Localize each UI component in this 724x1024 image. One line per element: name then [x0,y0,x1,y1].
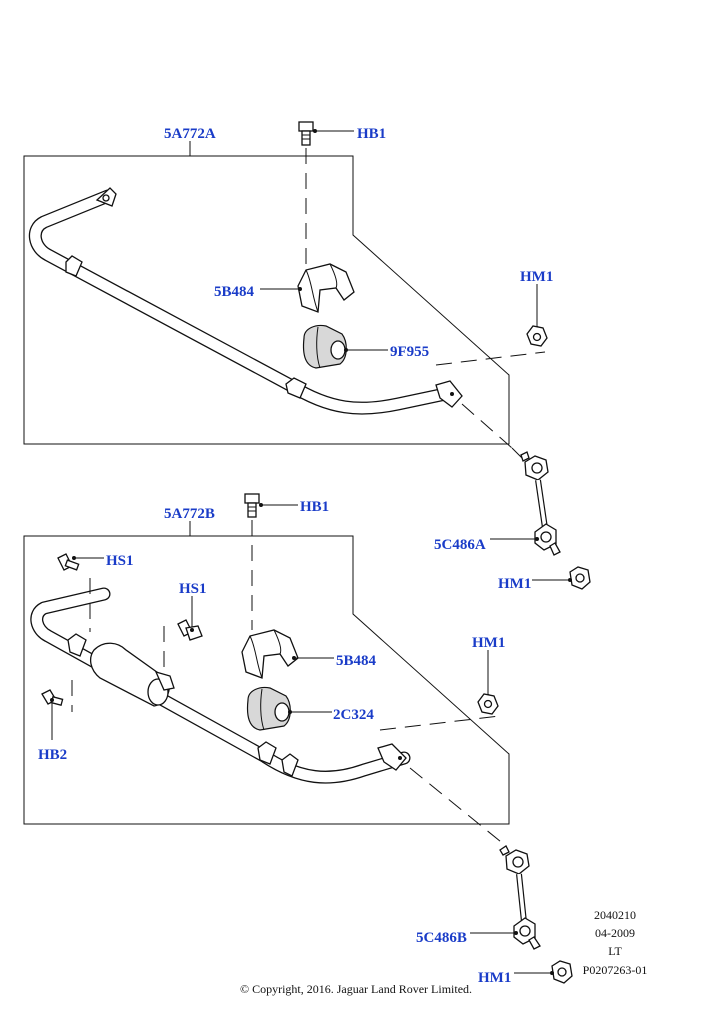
upper-assembly: 5A772A HB1 5B4 [23,121,553,449]
upper-link-rod [511,447,561,556]
upper-bar-label: 5A772A [164,126,216,142]
lower-bush-label: 2C324 [333,707,374,723]
upper-bolt-hb1-icon [298,121,314,146]
upper-nut-icon [526,325,548,347]
lower-screw-mid-icon [177,619,203,641]
upper-hb1-label: HB1 [357,126,386,142]
upper-nut-label: HM1 [520,269,553,285]
upper-link-nut-icon [569,566,591,590]
upper-link-label: 5C486A [434,537,486,553]
upper-link-nut-label: HM1 [498,576,531,592]
upper-bush-icon [302,324,347,369]
lower-link-nut-icon [551,960,573,984]
reference-line-4: P0207263-01 [583,963,648,977]
lower-nut-icon [477,693,499,715]
copyright-text: © Copyright, 2016. Jaguar Land Rover Lim… [240,982,472,996]
reference-line-3: LT [608,944,622,958]
lower-link-rod [499,845,541,950]
lower-assembly: 5A772B HB1 [23,493,510,847]
reference-line-1: 2040210 [594,908,636,922]
upper-frame [23,155,510,445]
lower-bracket-label: 5B484 [336,653,377,669]
lower-bar-label: 5A772B [164,506,215,522]
lower-link-nut-label: HM1 [478,970,511,986]
lower-bolt-hb1-icon [244,493,260,518]
lower-screw-mid-label: HS1 [179,581,207,597]
lower-bush-icon [246,686,291,731]
reference-line-2: 04-2009 [595,926,635,940]
lower-frame [23,535,510,825]
lower-bracket-icon [241,629,299,679]
lower-hb2-label: HB2 [38,747,67,763]
lower-nut-label: HM1 [472,635,505,651]
reference-block: 2040210 04-2009 LT P0207263-01 [583,908,648,977]
upper-stabilizer-bar [28,187,463,415]
upper-bracket-label: 5B484 [214,284,255,300]
lower-stabilizer-bar [30,587,411,784]
lower-hb1-label: HB1 [300,499,329,515]
lower-screw-left-icon [57,553,80,571]
upper-bush-label: 9F955 [390,344,429,360]
lower-screw-left-label: HS1 [106,553,134,569]
lower-link-label: 5C486B [416,930,467,946]
upper-bracket-icon [297,263,355,313]
